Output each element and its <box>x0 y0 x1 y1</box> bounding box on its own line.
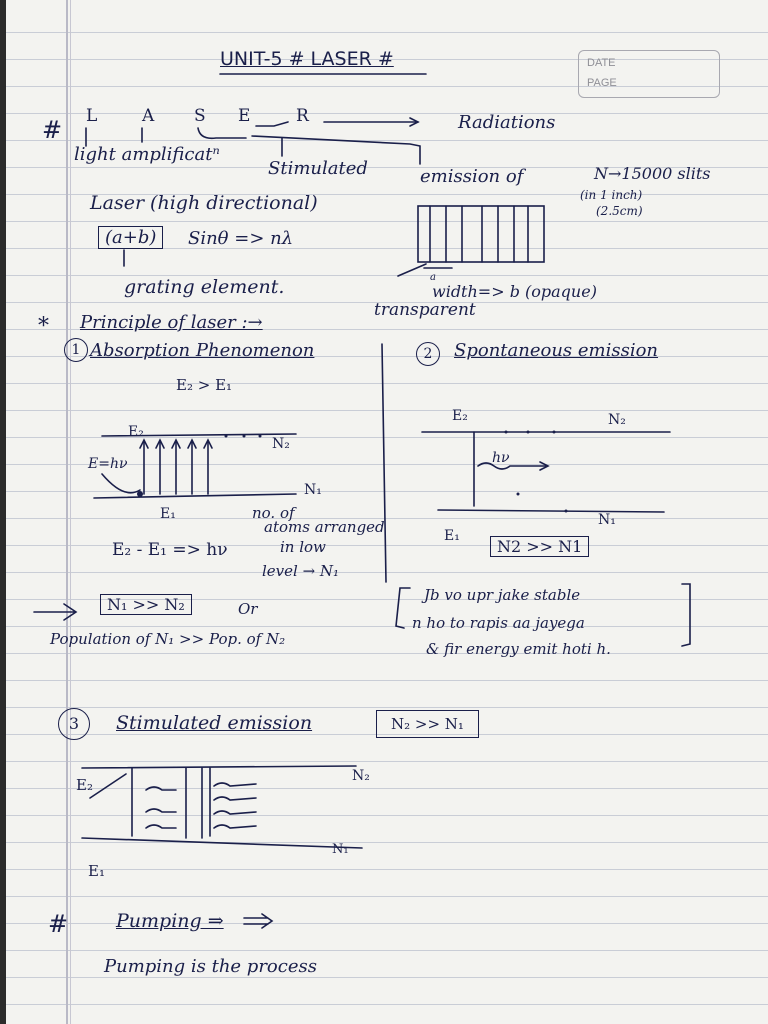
atoms-note-3: in low <box>280 538 326 556</box>
spon-note-3: & fir energy emit hoti h. <box>426 640 611 658</box>
atoms-note-2: atoms arranged <box>264 518 385 536</box>
pumping-hash: # <box>48 910 69 938</box>
slits-sub-1: (in 1 inch) <box>580 188 643 202</box>
letter-r: R <box>296 106 309 126</box>
letter-s: S <box>194 106 206 126</box>
margin-line <box>66 0 68 1024</box>
n1-gt-n2-box: N₁ >> N₂ <box>100 594 192 615</box>
letter-l: L <box>86 106 98 126</box>
page-title: UNIT-5 # LASER # <box>220 48 394 70</box>
notebook-page: DATE PAGE UNIT-5 # LASER # # L A S E R R… <box>6 0 768 1024</box>
grating-formula-rest: Sinθ => nλ <box>188 228 294 249</box>
stim-n2-label: N₂ <box>352 768 370 784</box>
date-page-stamp: DATE PAGE <box>578 50 720 98</box>
absorption-title: Absorption Phenomenon <box>90 340 315 361</box>
hash-mark: # <box>42 116 63 144</box>
spon-e2-label: E₂ <box>452 408 468 424</box>
date-label: DATE <box>587 57 616 69</box>
transparent-arrow <box>397 263 427 277</box>
e2-minus-e1: E₂ - E₁ => hν <box>112 540 228 560</box>
emission-of-text: emission of <box>420 166 524 187</box>
sketches <box>33 73 691 929</box>
transparent-text: transparent <box>374 300 476 320</box>
e2-gt-e1: E₂ > E₁ <box>176 376 233 394</box>
radiations-text: Radiations <box>458 112 556 133</box>
spon-level-e1 <box>437 509 665 513</box>
high-directional-text: Laser (high directional) <box>90 192 318 214</box>
abs-n1-label: N₁ <box>304 482 322 498</box>
abs-level-e1 <box>93 493 297 499</box>
page-label: PAGE <box>587 77 617 89</box>
stim-n1-label: N₁ <box>332 842 349 857</box>
stim-incoming-arrow <box>89 773 127 799</box>
population-text: Population of N₁ >> Pop. of N₂ <box>50 630 286 648</box>
divider-line <box>381 343 387 583</box>
spon-e1-label: E₁ <box>444 528 460 544</box>
star-mark: * <box>38 314 49 339</box>
atoms-note-1: no. of <box>252 504 295 522</box>
grating-element-text: grating element. <box>124 276 285 298</box>
abs-arrow <box>33 603 78 621</box>
spon-note-2: n ho to rapis aa jayega <box>412 614 585 632</box>
stimulated-title: Stimulated emission <box>116 712 313 734</box>
stim-e2-label: E₂ <box>76 776 93 794</box>
a-label: a <box>430 272 436 283</box>
grating-formula-box: (a+b) <box>98 226 164 249</box>
abs-e1-label: E₁ <box>160 506 176 522</box>
section-3-number: 3 <box>58 708 90 740</box>
spon-n2-label: N₂ <box>608 412 626 428</box>
or-text: Or <box>238 600 258 618</box>
stim-level-e1 <box>81 837 363 849</box>
section-2-number: 2 <box>416 342 440 366</box>
letter-a: A <box>142 106 155 126</box>
stimulated-text: Stimulated <box>268 158 368 179</box>
principle-heading: Principle of laser :→ <box>80 312 263 333</box>
letter-e: E <box>238 106 251 126</box>
arrow-r-head <box>409 117 420 127</box>
abs-level-e2 <box>101 433 297 437</box>
abs-photon <box>101 473 141 494</box>
abs-e-hv-label: E=hν <box>88 456 128 472</box>
stim-n2-gt-n1-box: N₂ >> N₁ <box>376 710 479 738</box>
slits-note: N→15000 slits <box>594 164 711 183</box>
note-bracket-right <box>681 583 691 647</box>
n2-gt-n1-box: N2 >> N1 <box>490 536 590 557</box>
stim-e1-label: E₁ <box>88 862 105 880</box>
arrow-e-emission <box>251 135 421 165</box>
margin-line-inner <box>70 0 71 1024</box>
spon-n1-label: N₁ <box>598 512 616 528</box>
pumping-title: Pumping ⇒ <box>116 910 224 932</box>
atoms-note-4: level → N₁ <box>262 562 340 580</box>
arrow-s <box>197 127 247 140</box>
pumping-arrow <box>243 913 274 929</box>
stim-level-e2 <box>81 765 357 769</box>
width-note: width=> b (opaque) <box>432 282 597 301</box>
spon-photon <box>477 462 547 470</box>
abs-n2-label: N₂ <box>272 436 290 452</box>
spon-hv-label: hν <box>492 450 510 466</box>
light-amplification-text: light amplificatⁿ <box>74 144 220 165</box>
slits-sub-2: (2.5cm) <box>596 204 643 218</box>
note-bracket-left <box>395 587 411 629</box>
spontaneous-title: Spontaneous emission <box>454 340 659 361</box>
pumping-text: Pumping is the process <box>104 956 317 977</box>
spon-note-1: Jb vo upr jake stable <box>424 586 581 604</box>
arrow-e <box>255 121 289 127</box>
grating-rect <box>417 205 545 263</box>
section-1-number: 1 <box>64 338 88 362</box>
